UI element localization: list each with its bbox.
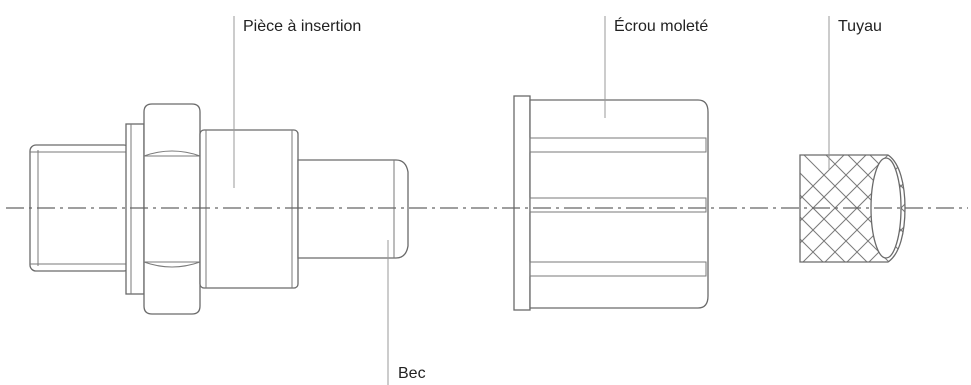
knurled-nut bbox=[513, 95, 709, 311]
insertion-hex-nut bbox=[143, 103, 201, 315]
label-spout: Bec bbox=[398, 365, 426, 382]
insertion-body bbox=[199, 129, 299, 289]
knurled-nut-body bbox=[529, 99, 709, 309]
label-knurled-nut: Écrou moleté bbox=[614, 16, 708, 35]
insertion-collar bbox=[125, 123, 145, 295]
insertion-piece bbox=[29, 103, 409, 315]
knurled-nut-flange bbox=[513, 95, 531, 311]
label-insertion-piece: Pièce à insertion bbox=[243, 18, 361, 35]
insertion-spout bbox=[297, 159, 409, 259]
label-hose: Tuyau bbox=[838, 18, 882, 35]
